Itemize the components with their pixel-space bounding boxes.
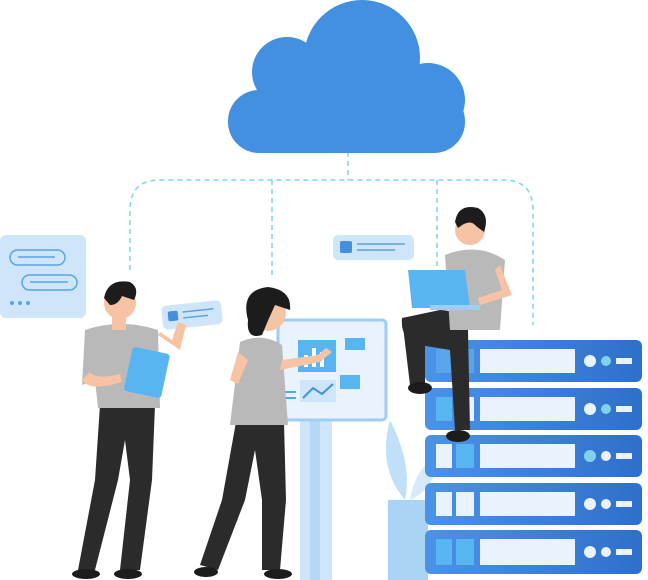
person-at-kiosk	[194, 287, 332, 579]
server-unit	[425, 340, 642, 382]
person-with-tablet	[72, 281, 186, 579]
server-unit	[425, 530, 642, 574]
cloud-icon	[228, 0, 465, 153]
message-card	[161, 300, 223, 330]
server-unit	[425, 483, 642, 525]
message-card	[333, 235, 414, 260]
chat-card	[0, 235, 86, 318]
server-unit	[425, 388, 642, 430]
server-rack	[425, 340, 642, 574]
person-with-laptop	[401, 206, 512, 442]
server-unit	[425, 435, 642, 477]
dashboard-kiosk	[276, 318, 388, 580]
network-connectors	[129, 152, 534, 325]
